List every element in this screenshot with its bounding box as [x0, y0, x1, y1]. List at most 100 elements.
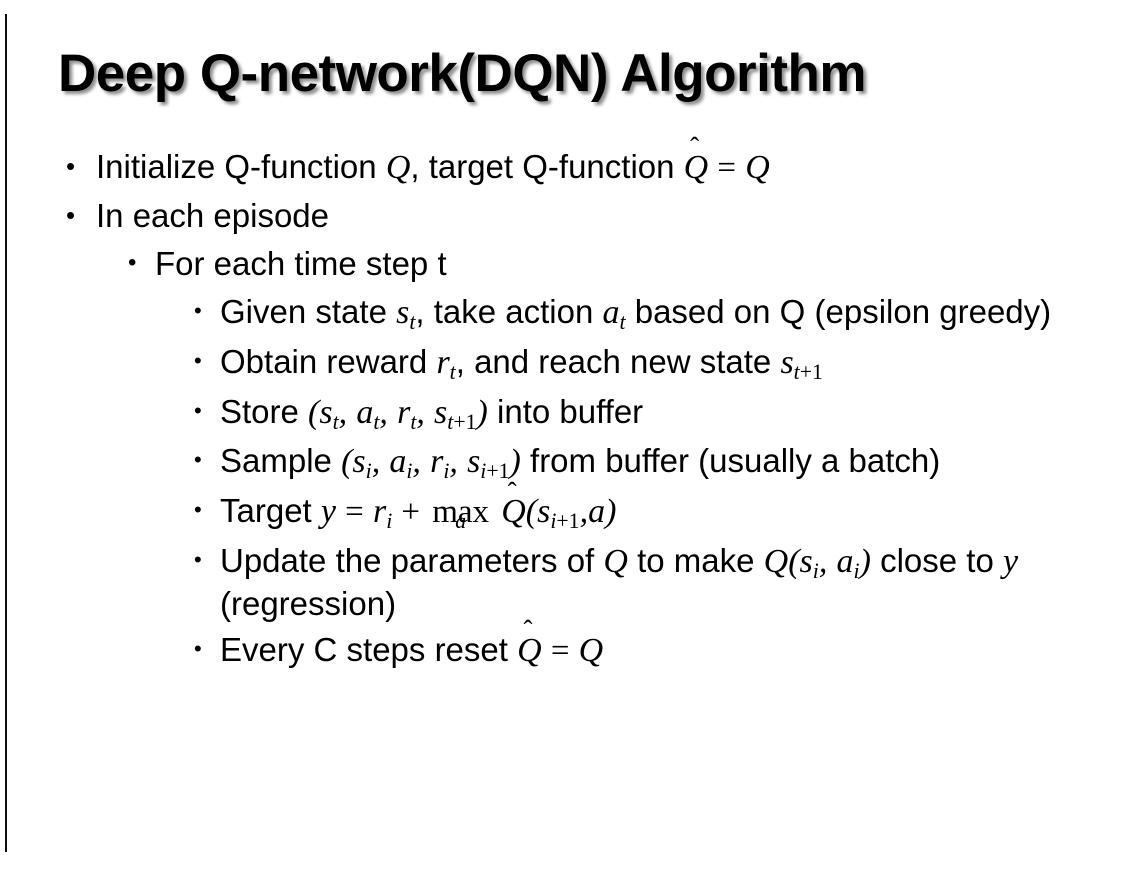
text-run: from buffer (usually a batch): [520, 442, 941, 480]
math-Q-of-s-a: Q(si, ai): [763, 542, 871, 583]
math-Q: Q: [578, 631, 604, 669]
list-item-text: Update the parameters of Q to make Q(si,…: [220, 542, 1100, 624]
math-comma: ,: [449, 443, 458, 481]
math-paren: (: [788, 542, 800, 580]
math-a: a: [836, 542, 854, 580]
math-equals: =: [550, 632, 570, 669]
text-run: , target Q-function: [410, 148, 684, 185]
math-subscript: i: [812, 558, 819, 583]
text-run: Given state: [220, 292, 397, 330]
math-s: s: [319, 393, 333, 431]
bullet-marker-icon: •: [194, 447, 202, 473]
math-Q-hat: Q̂: [517, 631, 542, 671]
text-run: Obtain reward: [220, 342, 437, 380]
list-item-text: Given state st, take action at based on …: [220, 293, 1100, 336]
math-s-t: st: [396, 293, 415, 334]
math-equals: =: [717, 150, 737, 186]
math-paren: ): [509, 443, 521, 481]
math-plus: +: [401, 494, 421, 531]
math-subscript: i: [550, 509, 557, 534]
math-subscript: i: [386, 509, 393, 534]
math-r-t: rt: [436, 343, 455, 384]
math-subscript: t: [410, 409, 417, 434]
text-run: Update the parameters of: [220, 541, 604, 579]
left-edge-rule: [5, 14, 7, 852]
math-s: s: [396, 293, 410, 331]
math-comma: ,: [818, 542, 828, 580]
math-Q: Q: [763, 542, 789, 580]
math-subscript: t: [409, 310, 416, 335]
bullet-marker-icon: •: [66, 151, 76, 181]
math-Q: Q: [385, 149, 411, 186]
math-Q: Q: [501, 493, 526, 531]
math-subscript-offset: +1: [556, 509, 580, 534]
math-s: s: [352, 443, 366, 481]
math-Q-hat: Q̂: [684, 148, 709, 188]
text-run: , and reach new state: [455, 342, 781, 380]
bullet-list: • Initialize Q-function Q, target Q-func…: [0, 148, 1124, 678]
math-subscript: t: [619, 310, 626, 335]
bullet-marker-icon: •: [194, 546, 202, 572]
math-subscript: t: [373, 409, 380, 434]
math-r: r: [372, 493, 387, 531]
list-item: • Update the parameters of Q to make Q(s…: [0, 542, 1124, 624]
bullet-marker-icon: •: [66, 200, 76, 231]
text-run: into buffer: [487, 392, 644, 430]
list-item-text: For each time step t: [155, 245, 447, 283]
math-paren: ): [859, 542, 871, 580]
math-tuple: (st, at, rt, st+1): [308, 393, 488, 434]
list-item-text: In each episode: [96, 197, 330, 235]
math-subscript-offset: +1: [453, 409, 477, 434]
math-Q: Q: [745, 149, 770, 186]
math-tuple: (si, ai, ri, si+1): [341, 442, 521, 483]
bullet-marker-icon: •: [194, 397, 202, 423]
math-s: s: [537, 493, 551, 531]
math-s: s: [780, 343, 794, 381]
math-paren: ): [476, 393, 488, 431]
math-Q: Q: [603, 542, 628, 580]
math-y: y: [320, 493, 336, 531]
math-a-t: at: [602, 293, 626, 334]
math-r: r: [397, 393, 411, 431]
math-Q: Q: [517, 631, 542, 669]
math-expression: Q̂ = Q: [517, 631, 604, 671]
text-run: Target: [220, 492, 321, 530]
math-s: s: [799, 542, 813, 580]
math-max-limit: a: [455, 508, 467, 533]
math-a: a: [356, 393, 374, 431]
math-y: y: [1002, 542, 1019, 580]
math-subscript: i: [406, 459, 413, 484]
bullet-marker-icon: •: [194, 497, 202, 523]
math-subscript: t: [447, 409, 454, 434]
math-max-label: max: [432, 494, 490, 531]
hat-accent-icon: ̂: [684, 134, 706, 161]
math-comma: ,: [412, 443, 421, 481]
math-Q-hat: Q̂: [501, 492, 526, 532]
list-item: • Initialize Q-function Q, target Q-func…: [0, 148, 1124, 188]
list-item: • Obtain reward rt, and reach new state …: [0, 343, 1124, 386]
math-subscript: i: [480, 459, 487, 484]
math-subscript-offset: +1: [486, 459, 510, 484]
text-run: Every C steps reset: [220, 630, 518, 668]
list-item: • In each episode: [0, 197, 1124, 236]
list-item-text: Every C steps reset Q̂ = Q: [220, 631, 1100, 671]
bullet-marker-icon: •: [194, 635, 202, 661]
math-a: a: [389, 443, 407, 481]
text-run: Store: [220, 392, 309, 430]
text-run: , take action: [415, 292, 603, 330]
math-subscript: i: [443, 459, 450, 484]
math-comma: ,: [416, 393, 425, 431]
list-item: • For each time step t: [0, 245, 1124, 284]
math-paren: (: [525, 493, 538, 531]
math-a: a: [602, 293, 620, 331]
hat-accent-icon: ̂: [501, 479, 523, 506]
math-subscript: t: [332, 409, 339, 434]
math-subscript-offset: +1: [799, 359, 823, 384]
hat-accent-icon: ̂: [517, 617, 539, 644]
list-item-text: Obtain reward rt, and reach new state st…: [220, 343, 1100, 386]
math-Q: Q: [683, 149, 709, 186]
math-subscript: t: [793, 359, 800, 384]
